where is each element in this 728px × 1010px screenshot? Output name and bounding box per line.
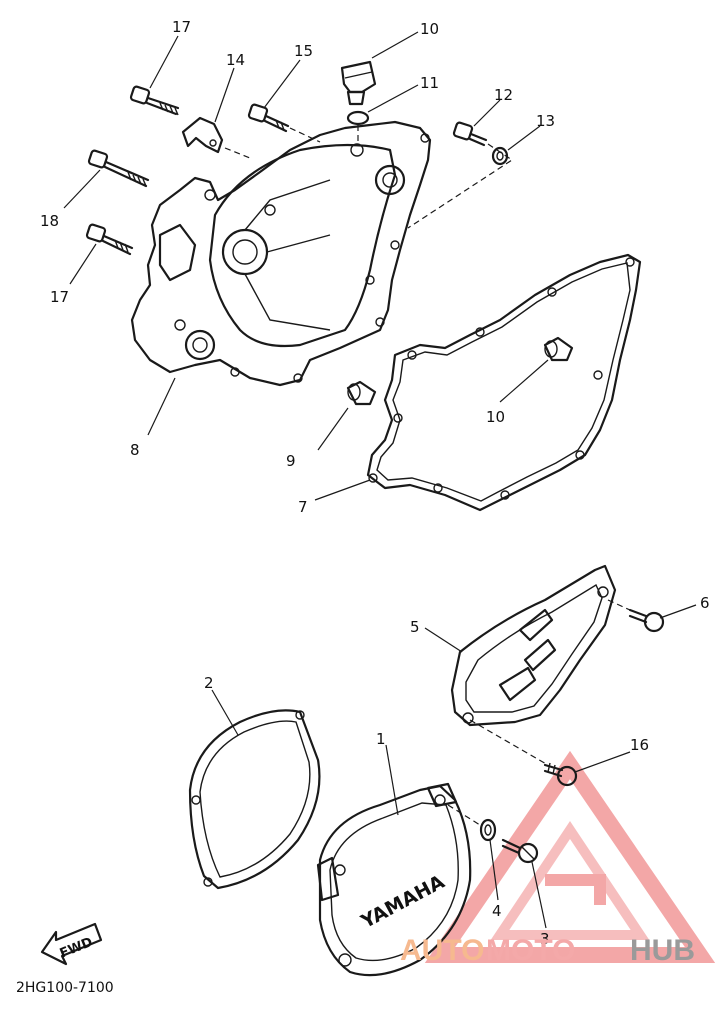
callout-5: 5 (410, 618, 420, 636)
screw-6 (628, 608, 665, 633)
watermark-moto: MOTO (486, 934, 575, 967)
crankcase-cover-8 (130, 120, 432, 387)
fwd-arrow-icon: FWD (40, 922, 103, 966)
callout-18: 18 (40, 212, 59, 230)
screw-7 (543, 762, 578, 787)
drawing-code: 2HG100-7100 (16, 980, 114, 996)
dowel-pin-10a (346, 380, 377, 406)
callout-14: 13 (536, 112, 555, 130)
callout-7: 16 (630, 736, 649, 754)
callout-17-top: 17 (172, 18, 191, 36)
callout-3: 3 (540, 930, 550, 948)
gasket-2 (188, 709, 321, 890)
callout-4: 4 (492, 902, 502, 920)
watermark-logo (424, 750, 716, 963)
washer-4 (479, 818, 497, 842)
sprocket-cover-5 (450, 564, 617, 727)
bolt-16 (247, 103, 290, 133)
watermark-auto: AUTO (400, 934, 484, 967)
clamp-15 (181, 116, 224, 154)
callout-labels: 17 14 15 10 11 12 13 18 17 8 9 10 7 5 6 … (40, 18, 710, 948)
callout-8: 8 (130, 441, 140, 459)
callout-13: 12 (494, 86, 513, 104)
watermark-hub: HUB (630, 934, 695, 967)
watermark-text: AUTO MOTO HUB (400, 934, 695, 967)
callout-11: 10 (420, 20, 439, 38)
bolt-17-top (129, 85, 180, 116)
dowel-pin-10b (543, 336, 574, 362)
callout-10-left: 9 (286, 452, 296, 470)
oil-filler-plug-11 (340, 60, 377, 106)
callout-15: 14 (226, 51, 245, 69)
screw-3 (501, 838, 539, 864)
callout-10-right: 10 (486, 408, 505, 426)
callout-9: 7 (298, 498, 308, 516)
washer-14 (491, 146, 509, 166)
gasket-9 (366, 253, 642, 512)
callout-17-left: 17 (50, 288, 69, 306)
callout-16: 15 (294, 42, 313, 60)
callout-2: 2 (204, 674, 214, 692)
cover-brand-text: YAMAHA (357, 871, 449, 934)
bolt-18 (87, 149, 150, 188)
bolt-17-left (85, 223, 134, 256)
leader-lines (63, 31, 697, 929)
callout-6: 6 (700, 594, 710, 612)
callout-1: 1 (376, 730, 386, 748)
o-ring-12 (346, 110, 370, 126)
fwd-label: FWD (58, 935, 95, 962)
callout-12: 11 (420, 74, 439, 92)
bolt-13 (452, 121, 488, 147)
